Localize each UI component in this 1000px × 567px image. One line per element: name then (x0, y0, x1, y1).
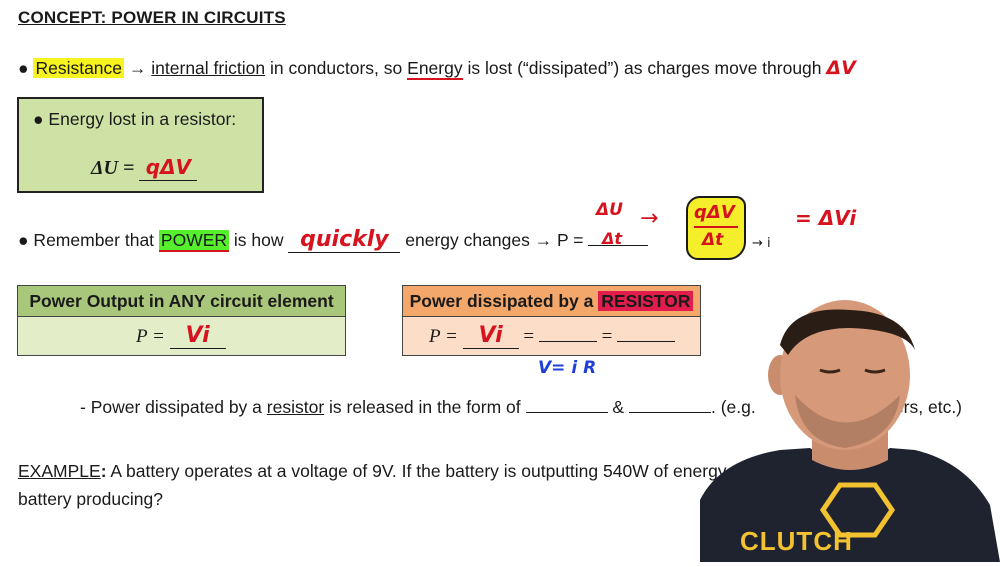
table-header: Power dissipated by a RESISTOR (403, 286, 700, 317)
text: in conductors, so (269, 58, 403, 78)
equals: = (523, 326, 535, 347)
table-header: Power Output in ANY circuit element (18, 286, 345, 317)
bullet: ● (18, 58, 29, 78)
energy-box-heading: ● Energy lost in a resistor: (33, 109, 237, 129)
energy-term: Energy (407, 58, 463, 80)
resistance-definition: ● Resistance → internal friction in cond… (18, 57, 856, 80)
header-text: Power dissipated by a (409, 291, 594, 311)
ampersand: & (612, 397, 625, 417)
answer-blank-1: Vi (462, 323, 519, 349)
text: is released in the form of (329, 397, 521, 417)
table-cell: P = Vi = = (403, 317, 700, 355)
answer-blank-3 (617, 341, 676, 342)
ink-arrow-i: → i (752, 236, 771, 251)
energy-lhs: ΔU = (91, 157, 135, 179)
example-line-1: EXAMPLE: A battery operates at a voltage… (18, 461, 730, 482)
resistance-term: Resistance (33, 58, 125, 78)
ink-q-delta-v: qΔV (145, 155, 192, 179)
arrow: → (128, 58, 147, 78)
example-colon: : (100, 461, 107, 481)
equals: = (601, 326, 613, 347)
shirt-logo-text: CLUTCH (740, 526, 853, 556)
text: - Power dissipated by a (80, 397, 262, 417)
p-blank (588, 245, 649, 246)
ink-q-delta-v-2: qΔV (694, 202, 735, 223)
answer-blank: Vi (169, 323, 226, 349)
power-definition: ● Remember that POWER is how quickly ene… (18, 227, 649, 253)
internal-friction-term: internal friction (151, 58, 266, 78)
p-lhs: P = (429, 326, 458, 347)
energy-blank: qΔV (139, 155, 198, 181)
ink-result: = ΔVi (795, 206, 857, 230)
table-cell: P = Vi (18, 317, 345, 355)
energy-equation: ΔU = qΔV (91, 155, 198, 181)
answer-blank-2 (538, 341, 597, 342)
page-title: CONCEPT: POWER IN CIRCUITS (18, 8, 286, 27)
example-line-2: battery producing? (18, 489, 163, 509)
power-equation: P = Vi (136, 323, 226, 349)
resistor-power-equation: P = Vi = = (429, 323, 676, 349)
ink-vi: Vi (478, 323, 503, 348)
text: energy changes → P = (405, 230, 584, 250)
ink-circled-fraction: qΔV Δt (686, 196, 746, 260)
text: ● Remember that (18, 230, 155, 250)
form-blank-1 (525, 412, 608, 413)
ink-arrow: → (640, 206, 659, 231)
presenter-video: CLUTCH (700, 300, 1000, 562)
resistor-term: resistor (266, 397, 325, 417)
ink-delta-v: ΔV (826, 57, 856, 79)
power-resistor-table: Power dissipated by a RESISTOR P = Vi = … (402, 285, 701, 356)
power-any-element-table: Power Output in ANY circuit element P = … (17, 285, 346, 356)
quickly-blank: quickly (288, 227, 401, 253)
resistor-term: RESISTOR (598, 291, 694, 311)
ink-delta-t: Δt (602, 229, 623, 248)
ink-vi: Vi (185, 323, 210, 348)
ink-delta-u: ΔU (596, 200, 623, 220)
ink-ohms-law: V= i R (538, 358, 597, 378)
text: . (e.g. (710, 397, 756, 417)
form-blank-2 (628, 412, 711, 413)
ink-delta-t-2: Δt (702, 230, 724, 250)
example-text: A battery operates at a voltage of 9V. I… (110, 461, 731, 481)
power-term: POWER (158, 230, 230, 252)
energy-lost-box: ● Energy lost in a resistor: ΔU = qΔV (17, 97, 264, 193)
dissipation-line: - Power dissipated by a resistor is rele… (80, 397, 756, 418)
example-label: EXAMPLE (18, 461, 101, 481)
ink-fraction-bar (694, 226, 738, 228)
text: is lost (“dissipated”) as charges move t… (467, 58, 822, 78)
text: is how (233, 230, 284, 250)
p-lhs: P = (136, 326, 165, 347)
ink-quickly: quickly (300, 227, 389, 252)
presenter-illustration (700, 300, 1000, 562)
